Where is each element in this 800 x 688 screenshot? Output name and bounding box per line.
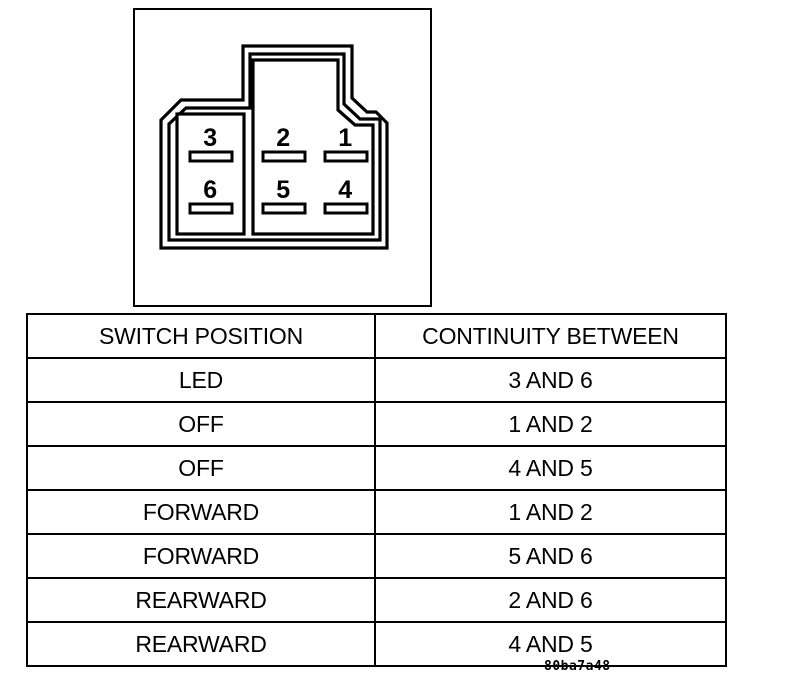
cell-switch-position: REARWARD [26,577,376,623]
pin-blade-3 [188,150,234,163]
cell-continuity: 5 AND 6 [374,533,727,579]
table-row: REARWARD 4 AND 5 [26,621,727,667]
pin-blade-1 [323,150,369,163]
cell-continuity: 4 AND 5 [374,445,727,491]
cell-switch-position: REARWARD [26,621,376,667]
pin-blade-4 [323,202,369,215]
table-row: FORWARD 5 AND 6 [26,533,727,579]
continuity-table: SWITCH POSITION CONTINUITY BETWEEN LED 3… [26,313,727,667]
pin-blade-5 [261,202,307,215]
pin-label-4: 4 [338,176,352,204]
pin-label-5: 5 [276,176,290,204]
cell-switch-position: OFF [26,401,376,447]
cell-switch-position: FORWARD [26,489,376,535]
right-cavity [251,58,375,236]
table-header-row: SWITCH POSITION CONTINUITY BETWEEN [26,313,727,359]
connector-illustration: 3 6 2 5 1 4 [159,44,389,250]
cell-continuity: 1 AND 2 [374,489,727,535]
table-row: REARWARD 2 AND 6 [26,577,727,623]
pin-label-2: 2 [276,124,289,152]
cell-switch-position: FORWARD [26,533,376,579]
cell-continuity: 4 AND 5 [374,621,727,667]
table-body: LED 3 AND 6 OFF 1 AND 2 OFF 4 AND 5 FORW… [26,357,727,667]
pin-label-6: 6 [203,176,216,204]
table-row: OFF 4 AND 5 [26,445,727,491]
table-row: OFF 1 AND 2 [26,401,727,447]
column-header-continuity-between: CONTINUITY BETWEEN [374,313,727,359]
cell-continuity: 1 AND 2 [374,401,727,447]
cell-continuity: 2 AND 6 [374,577,727,623]
cell-switch-position: OFF [26,445,376,491]
cell-switch-position: LED [26,357,376,403]
pin-blade-6 [188,202,234,215]
table-row: LED 3 AND 6 [26,357,727,403]
connector-diagram-panel: 3 6 2 5 1 4 [133,8,432,307]
figure-reference-code: 80ba7a48 [544,659,611,674]
table-row: FORWARD 1 AND 2 [26,489,727,535]
pin-label-1: 1 [338,124,352,152]
pin-label-3: 3 [203,124,216,152]
table-header: SWITCH POSITION CONTINUITY BETWEEN [26,313,727,359]
cell-continuity: 3 AND 6 [374,357,727,403]
pin-blade-2 [261,150,307,163]
column-header-switch-position: SWITCH POSITION [26,313,376,359]
